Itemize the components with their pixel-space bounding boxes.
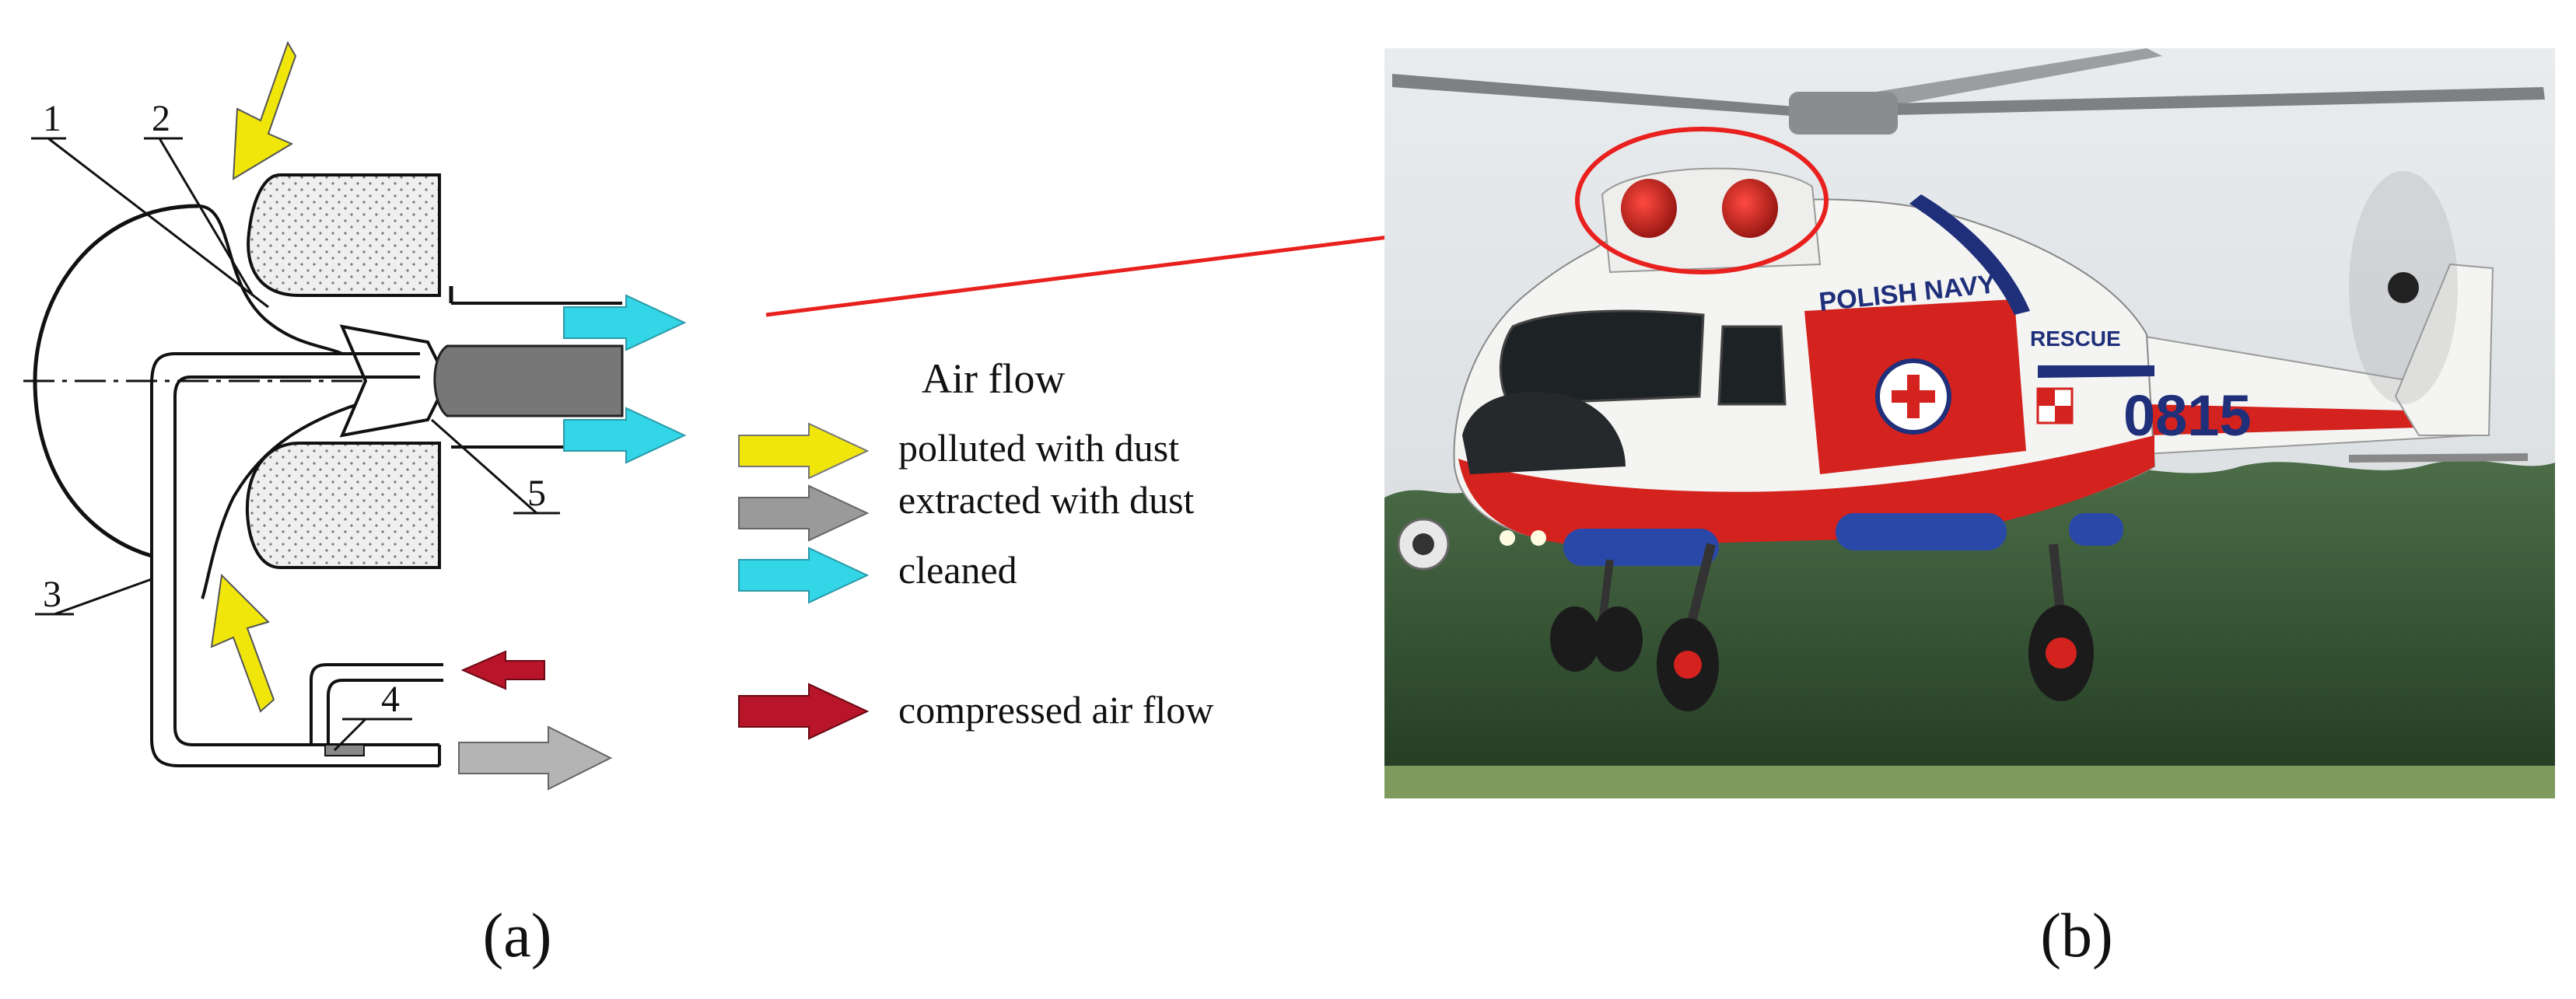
dust-inflow-arrow-top (232, 40, 297, 180)
nose-wheel-right (1593, 606, 1643, 672)
inlet-lip-lower (201, 403, 359, 599)
part-number-2: 2 (152, 98, 170, 139)
leader-3 (54, 578, 152, 616)
camera-lens (1412, 533, 1434, 555)
part-number-1: 1 (43, 98, 61, 139)
flow-legend: Air flow polluted with dust extracted wi… (738, 355, 1213, 740)
gear-strut-front (1598, 559, 1614, 623)
rotor-blade-rear (1867, 48, 2162, 109)
rotor-blade-right (1828, 87, 2545, 117)
legend-heading: Air flow (922, 355, 1065, 402)
nozzle-jet (324, 744, 365, 756)
cockpit-window (1499, 309, 1705, 406)
landing-light-right (1531, 530, 1546, 546)
cabin-window (1717, 325, 1787, 406)
tail-fin (2394, 263, 2494, 436)
tail-rotor-hub (2388, 272, 2419, 303)
legend-label-polluted: polluted with dust (898, 426, 1179, 470)
tail-number: 0815 (2123, 383, 2252, 448)
engine-inlet-right (1722, 179, 1778, 238)
main-wheel-right-hub (2046, 637, 2077, 669)
filter-body-lower (245, 442, 441, 569)
cleaned-outflow-arrow-lower (563, 407, 687, 464)
legend-label-extracted: extracted with dust (898, 478, 1195, 522)
caption-b: (b) (2040, 902, 2112, 970)
leader-1 (47, 137, 269, 309)
cleaned-outflow-arrow-upper (563, 294, 687, 351)
float-rear (2069, 513, 2123, 546)
dome-housing (33, 204, 199, 558)
part-number-3: 3 (43, 574, 61, 615)
compressed-air-arrow-diagram (460, 650, 545, 690)
polish-checker (2036, 387, 2074, 424)
navy-stripe-lower (2038, 365, 2154, 378)
rotor-blade-left (1392, 74, 1804, 117)
rescue-text: RESCUE (2030, 327, 2121, 351)
tail-stripe (2147, 404, 2473, 435)
extracted-outflow-arrow (458, 725, 613, 791)
inlet-lip-upper (198, 204, 343, 355)
main-wheel-left-hub (1674, 651, 1702, 679)
extraction-pipe-outer (150, 352, 439, 767)
leader-4 (333, 718, 367, 752)
inlet-highlight-ellipse (1575, 127, 1829, 274)
leader-5 (431, 418, 537, 515)
legend-label-cleaned: cleaned (898, 548, 1017, 592)
ejector-diagram: 1 2 3 4 5 (23, 40, 687, 791)
medical-cross-h (1892, 390, 1935, 403)
legend-arrow-compressed (738, 683, 870, 740)
compressed-air-inlet-outer (310, 663, 443, 746)
nose (1462, 392, 1626, 474)
legend-arrow-extracted (738, 484, 870, 542)
part-number-4: 4 (381, 679, 400, 720)
leader-2 (158, 138, 254, 296)
legend-arrow-cleaned (738, 547, 870, 604)
helicopter-photo: POLISH NAVY RESCUE 0815 (1384, 48, 2555, 798)
engine-inlet-left (1621, 179, 1677, 238)
rotor-hub (1789, 92, 1898, 134)
stabilizer (2348, 453, 2529, 463)
float-right (1836, 513, 2007, 550)
caption-a: (a) (483, 902, 552, 970)
ejector-body (433, 344, 624, 417)
extraction-pipe-inner (173, 375, 439, 746)
dust-inflow-arrow-bottom (210, 573, 275, 713)
navy-stripe (1909, 194, 2030, 315)
legend-label-compressed: compressed air flow (898, 688, 1213, 732)
compressed-air-inlet-inner (327, 679, 443, 746)
nose-wheel-left (1550, 606, 1600, 672)
landing-light-left (1500, 530, 1515, 546)
legend-arrow-polluted (738, 422, 870, 480)
float-left (1563, 529, 1719, 566)
filter-body-upper (247, 173, 441, 297)
grass (1384, 766, 2555, 798)
part-number-5: 5 (527, 473, 546, 514)
